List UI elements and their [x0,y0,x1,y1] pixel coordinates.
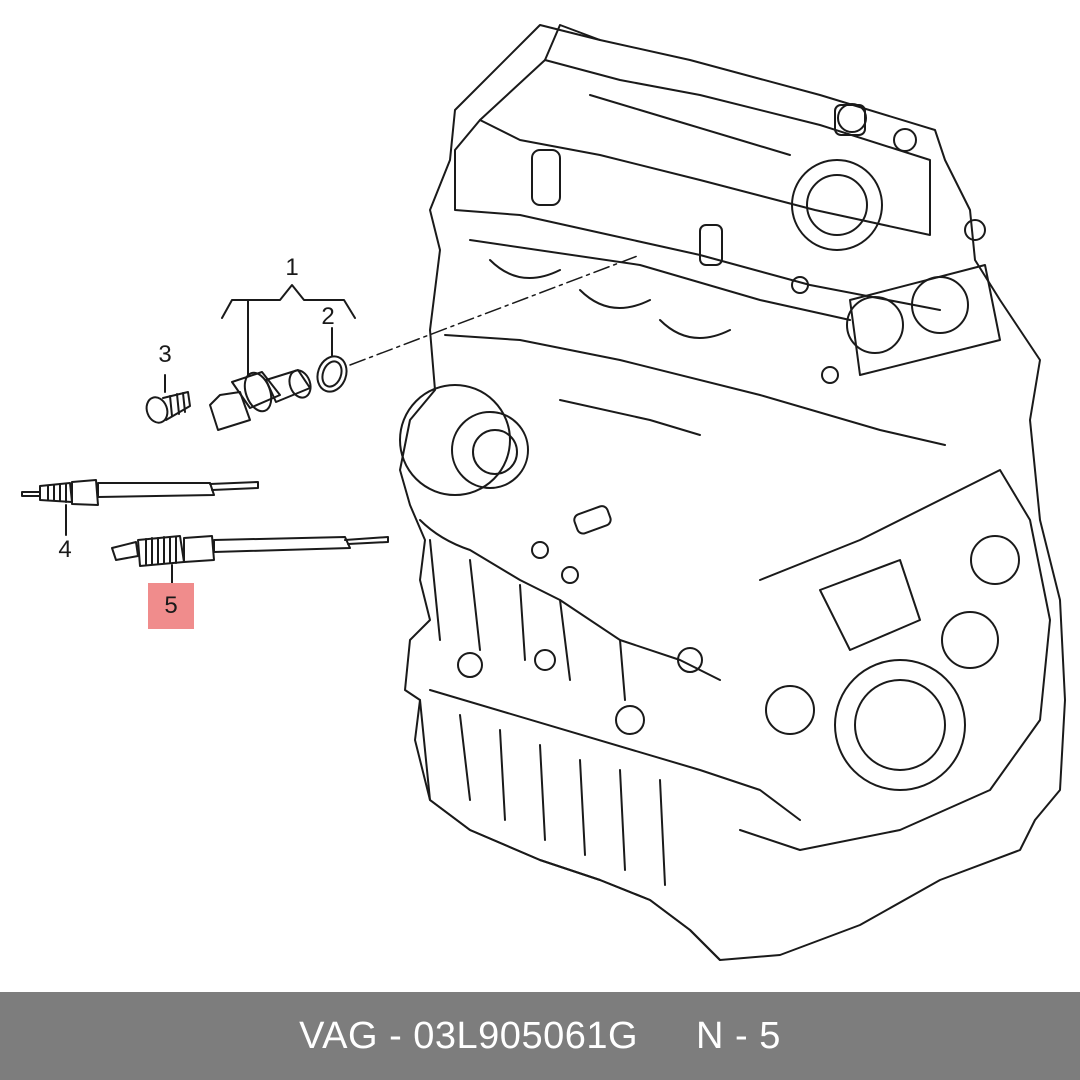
engine-illustration [21,24,1066,961]
position-number-text: N - 5 [696,1014,781,1057]
engine-block [399,24,1066,961]
callout-1-bracket [221,284,356,376]
assembly-axis-line [349,254,641,366]
callout-label-5-highlighted: 5 [148,583,194,629]
part-number-footer: VAG - 03L905061G N - 5 [0,992,1080,1080]
sensor-part [209,369,312,431]
glow-plug-5 [111,535,389,567]
callout-label-3: 3 [158,341,172,368]
callout-label-1: 1 [285,254,299,281]
part-number-text: VAG - 03L905061G [299,1014,639,1057]
callout-label-2: 2 [321,303,335,330]
callout-label-4: 4 [58,536,72,563]
glow-plug-4 [21,479,259,506]
parts-diagram: 1 2 3 4 5 [21,24,1066,961]
o-ring-part [316,355,348,393]
bolt-part [145,391,191,424]
